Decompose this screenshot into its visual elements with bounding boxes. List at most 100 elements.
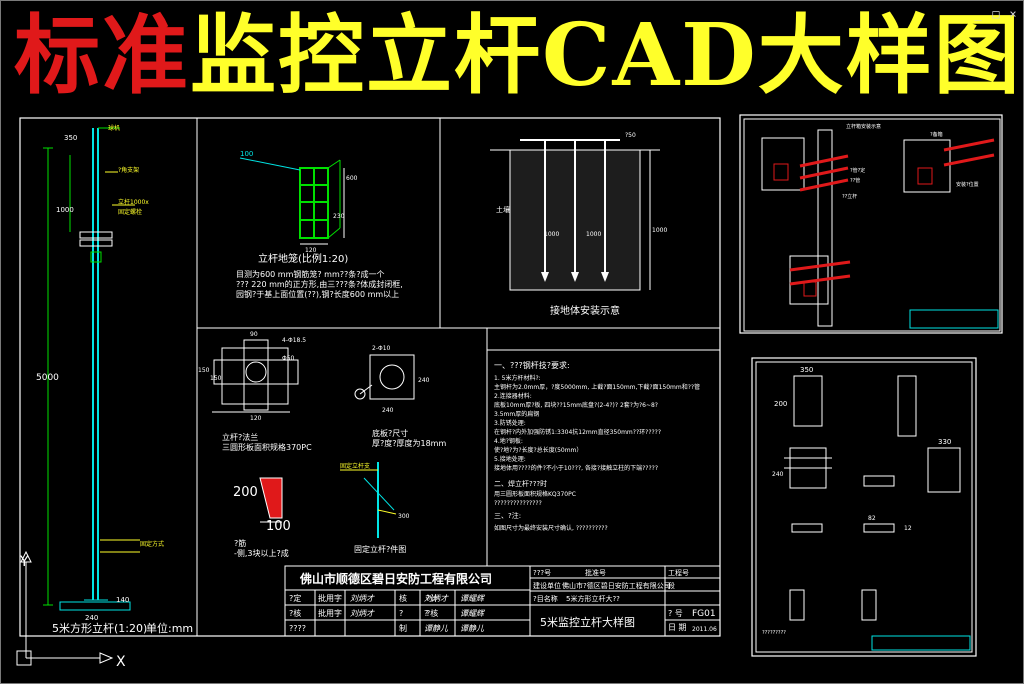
tb-label-number: ???号 [533,569,551,577]
right-bottom-sheet [751,357,977,657]
plate-sub: 厚?度?厚度为18mm [372,438,446,448]
tb-r1-c3: 刘炳才 [350,594,375,603]
rib-dim-100: 100 [266,519,291,534]
tb-r2-c5: ? [424,609,428,618]
pole-elevation [43,127,140,611]
axis-y-label: Y [19,554,29,570]
ground-soil-label: 土壤 [496,205,510,214]
plate-title: 底板?尺寸 [372,428,408,438]
rt-label-5: ?备箱 [930,131,943,138]
tb-r3-c4: 制 [399,623,407,633]
tb-r3-c5: 谭静儿 [424,624,449,633]
rb-dim-82: 82 [868,515,876,522]
tb-r2-c3: 刘炳才 [350,609,375,618]
right-top-inner [743,118,1001,332]
tb-col-2: ?核 [426,608,438,618]
flange-sub: 三圆形板面积规格370PC [222,442,312,452]
rt-label-1: 立杆箱安装示意 [846,123,881,130]
rib-title: ?筋 [234,538,246,548]
notes-title: 一、???钢杆技?要求: [494,360,570,370]
notes-line-14: ??????????????? [494,500,542,507]
rb-dim-330: 330 [938,438,951,446]
rb-dim-350: 350 [800,366,813,374]
banner-yellow-text: 监控立杆CAD大样图 [190,5,1022,106]
tb-item-name: 5米方形立杆大?? [566,594,620,603]
flange-dim-90: 90 [250,331,258,338]
flange-dim-150b: 150 [210,375,222,382]
notes-line-7: 在钢杆?内外加强防锈1:3304抗12mm直径350mm??环????? [494,428,661,436]
title-block-company: 佛山市顺德区碧日安防工程有限公司 [299,571,492,586]
unit-label: 单位:mm [146,621,193,635]
rb-dim-12: 12 [904,525,912,532]
rt-label-6: 安装?位置 [956,181,979,188]
tb-sign-1: 谭耀辉 [460,594,486,603]
flange-drawing [212,339,299,413]
rebar-note-1: 目测为600 mm钢筋笼? mm??条?成一个 [236,269,385,279]
flange-dim-phi50: Φ50 [282,355,295,362]
notes-line-2: 主钢杆为2.0mm厚，?度5000mm, 上截?面150mm,下截?面150mm… [494,383,700,391]
rib-sub: -侧,3块以上?成 [234,548,289,558]
rib-dim-200: 200 [233,485,258,500]
tb-r1-c1: ?定 [289,593,301,603]
rebar-note-3: 园钢?于基上面位置(??),钢?长度600 mm以上 [236,289,399,299]
pole-dim-140: 140 [116,596,129,604]
title-block-grid [284,565,721,637]
minimize-button[interactable]: _ [974,7,982,21]
tb-label-project: 工程号 [668,568,689,577]
notes-line-6: 3.防锈处理: [494,419,526,427]
pole-dim-350: 350 [64,134,77,142]
rebar-title: 立杆地笼(比例1:20) [258,252,348,265]
tb-r2-c2: 批用字 [318,608,342,618]
tb-r1-c4: 核 [399,593,407,603]
notes-line-10: 5.接地处理: [494,455,526,463]
notes-line-5: 3.5mm厚的扁钢 [494,410,539,418]
cabinet-isometrics [761,129,999,329]
pole-dim-total: 5000 [36,373,59,383]
rib-drawing [259,477,283,523]
close-button[interactable]: × [1009,7,1017,21]
axis-x-label: X [116,654,126,670]
tb-label-client: 建设单位 [533,581,561,590]
flange-dim-150a: 150 [198,367,210,374]
rb-title: ????????? [762,630,786,636]
tb-date-value: 2011.06 [692,626,717,633]
bracket-title: 固定立杆?件图 [354,544,406,554]
base-plate-drawing [354,354,415,400]
tb-r2-c1: ?核 [289,608,301,618]
grounding-drawing [490,139,660,291]
rb-dim-240: 240 [772,471,784,478]
tb-r3-c1: ???? [289,624,306,633]
notes-line-15: 三、?注: [494,511,521,520]
ground-dim-3: 1000 [652,227,667,234]
tb-date-label: 日 期 [668,623,687,632]
tb-label-section: 段 [668,581,675,590]
rb-dim-200: 200 [774,400,787,408]
notes-line-9: 使?地?为?长度?总长度(50mm） [494,446,582,454]
banner-red-text: 标准 [14,5,190,106]
maximize-button[interactable]: □ [992,7,1000,21]
pole-dim-1000: 1000 [56,206,74,214]
rebar-dim-600: 600 [346,175,358,182]
ground-dim-1: 1000 [544,231,559,238]
tb-r1-c5: 刘炳才 [424,594,449,603]
ground-dim-4: ?50 [625,132,636,139]
rt-label-3: ??管 [850,177,860,184]
pole-callout-arm: 立杆1000x [118,198,149,206]
tb-drawing-no-label: ? 号 [668,609,683,618]
rebar-dim-230: 230 [333,213,345,220]
rebar-cage-drawing [239,157,345,245]
pole-callout-camera: 球机 [108,124,120,132]
pole-dim-240: 240 [85,614,98,622]
tb-r1-c2: 批用字 [318,593,342,603]
bracket-drawing [340,462,397,538]
tb-client-name: 佛山市?德区碧日安防工程有限公司 [562,581,671,590]
ground-title: 接地体安装示意 [550,304,620,317]
notes-line-1: 1. 5米方杆材料?: [494,374,541,382]
rebar-dim-120: 120 [305,247,317,254]
ucs-axis-icon [16,550,114,666]
tb-drawing-no: FG01 [692,609,716,619]
pole-callout-bracket: ?角支架 [118,166,139,174]
rebar-callout: 100 [240,150,253,158]
bracket-details [784,375,971,651]
